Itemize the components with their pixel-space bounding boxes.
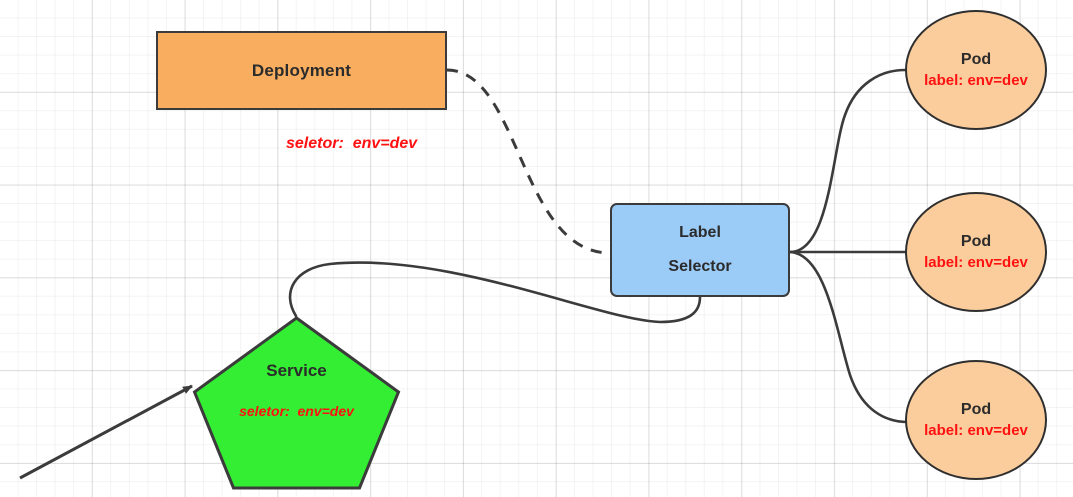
label-selector-line-2: Selector <box>668 258 732 275</box>
edge-deployment-to-label-selector <box>446 68 611 255</box>
service-label: Service <box>266 361 327 380</box>
edge-label-selector-to-pod-1 <box>788 68 907 254</box>
label-selector-node[interactable]: Label Selector <box>610 203 790 297</box>
service-selector-label: seletor: env=dev <box>239 403 354 419</box>
pod-selector-label-1: label: env=dev <box>924 72 1028 89</box>
pod-label-2: Pod <box>960 233 992 250</box>
pod-node-3[interactable]: Pod label: env=dev <box>905 360 1047 480</box>
pod-label-1: Pod <box>960 51 992 68</box>
edge-service-to-label-selector <box>288 261 702 324</box>
pentagon-shape <box>192 316 401 490</box>
pod-selector-label-2: label: env=dev <box>924 254 1028 271</box>
deployment-label: Deployment <box>251 60 352 80</box>
edge-label-selector-to-pod-3 <box>788 250 910 424</box>
pod-selector-label-3: label: env=dev <box>924 422 1028 439</box>
pod-label-3: Pod <box>960 401 992 418</box>
pod-node-1[interactable]: Pod label: env=dev <box>905 10 1047 130</box>
edge-external-to-service <box>19 384 193 480</box>
deployment-node[interactable]: Deployment <box>156 31 447 110</box>
deployment-selector-caption: seletor: env=dev <box>286 135 418 152</box>
label-selector-line-1: Label <box>679 224 721 241</box>
pod-node-2[interactable]: Pod label: env=dev <box>905 192 1047 312</box>
service-node[interactable]: Service seletor: env=dev <box>192 316 401 491</box>
